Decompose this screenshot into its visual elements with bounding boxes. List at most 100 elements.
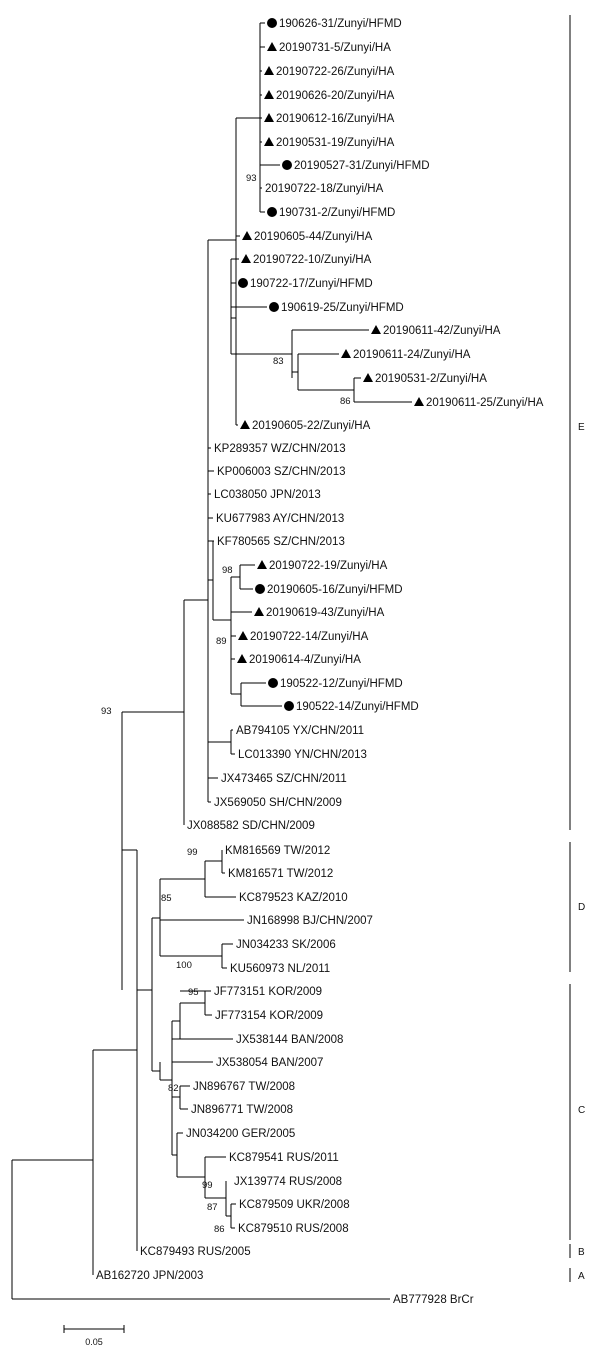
leaf-label: 20190722-10/Zunyi/HA: [253, 254, 372, 266]
bootstrap-value: 98: [222, 565, 233, 576]
leaf-label: KC879510 RUS/2008: [238, 1223, 349, 1235]
leaf-label: 20190531-2/Zunyi/HA: [375, 373, 487, 385]
ha-sample-triangle-icon: [264, 113, 274, 122]
hfmd-sample-circle-icon: [255, 584, 265, 594]
leaf-label: 20190611-24/Zunyi/HA: [353, 349, 471, 361]
leaf-label: LC013390 YN/CHN/2013: [238, 749, 367, 761]
ha-sample-triangle-icon: [254, 607, 264, 616]
leaf-label: KC879509 UKR/2008: [239, 1199, 350, 1211]
clade-brackets: E D C B A: [569, 15, 585, 1282]
leaf-label: 20190722-14/Zunyi/HA: [250, 631, 369, 643]
leaf-label: 20190619-43/Zunyi/HA: [266, 607, 385, 619]
hfmd-sample-circle-icon: [284, 701, 294, 711]
hfmd-sample-circle-icon: [267, 207, 277, 217]
bootstrap-value: 89: [216, 636, 227, 647]
leaf-label: JX569050 SH/CHN/2009: [214, 797, 342, 809]
leaf-label: KU560973 NL/2011: [230, 963, 330, 975]
leaf-label: 20190722-19/Zunyi/HA: [269, 560, 388, 572]
clade-label: A: [578, 1271, 585, 1282]
leaf-label: JX088582 SD/CHN/2009: [187, 820, 315, 832]
ha-sample-triangle-icon: [341, 349, 351, 358]
leaf-label: 20190605-44/Zunyi/HA: [254, 231, 373, 243]
leaf-label: 20190731-5/Zunyi/HA: [279, 42, 391, 54]
ha-sample-triangle-icon: [241, 254, 251, 263]
leaf-label: 20190611-42/Zunyi/HA: [383, 325, 501, 337]
ha-sample-triangle-icon: [264, 90, 274, 99]
leaf-label: 190731-2/Zunyi/HFMD: [279, 207, 395, 219]
ha-sample-triangle-icon: [242, 231, 252, 240]
leaf-label: 20190614-4/Zunyi/HA: [249, 654, 361, 666]
bootstrap-value: 83: [273, 356, 284, 367]
leaf-label: KP289357 WZ/CHN/2013: [214, 443, 346, 455]
bootstrap-value: 85: [161, 893, 172, 904]
ha-sample-triangle-icon: [238, 631, 248, 640]
bootstrap-value: 82: [168, 1083, 179, 1094]
bootstrap-value: 100: [176, 960, 192, 971]
leaf-label: JN896771 TW/2008: [191, 1104, 293, 1116]
ha-sample-triangle-icon: [264, 66, 274, 75]
leaf-label: JX538144 BAN/2008: [236, 1034, 343, 1046]
hfmd-sample-circle-icon: [267, 18, 277, 28]
ha-sample-triangle-icon: [264, 137, 274, 146]
leaf-label: 190626-31/Zunyi/HFMD: [279, 18, 402, 30]
bootstrap-value: 86: [340, 396, 351, 407]
leaf-label: AB162720 JPN/2003: [96, 1270, 203, 1282]
bootstrap-value: 99: [202, 1180, 213, 1191]
leaf-label: 20190722-26/Zunyi/HA: [276, 66, 395, 78]
ha-sample-triangle-icon: [371, 325, 381, 334]
leaf-label: KM816569 TW/2012: [225, 845, 330, 857]
leaf-label: 20190531-19/Zunyi/HA: [276, 137, 395, 149]
ha-sample-triangle-icon: [414, 397, 424, 406]
bootstrap-value: 93: [101, 706, 112, 717]
leaf-label: JF773151 KOR/2009: [214, 986, 322, 998]
scale-bar: 0.05: [63, 1325, 125, 1347]
clade-label: D: [578, 902, 585, 913]
leaf-label: AB794105 YX/CHN/2011: [236, 725, 364, 737]
clade-label: B: [578, 1247, 585, 1258]
bootstrap-value: 95: [188, 987, 199, 998]
leaf-label: 20190611-25/Zunyi/HA: [426, 397, 544, 409]
leaf-label: LC038050 JPN/2013: [214, 489, 321, 501]
leaf-label: 190522-14/Zunyi/HFMD: [296, 701, 419, 713]
leaf-label: 190619-25/Zunyi/HFMD: [281, 302, 404, 314]
leaf-label: 20190527-31/Zunyi/HFMD: [294, 160, 430, 172]
leaf-label: JN034200 GER/2005: [186, 1128, 295, 1140]
ha-sample-triangle-icon: [257, 560, 267, 569]
leaf-label: JN168998 BJ/CHN/2007: [247, 915, 373, 927]
leaf-label: 20190605-22/Zunyi/HA: [252, 420, 371, 432]
leaf-label: 20190626-20/Zunyi/HA: [276, 90, 395, 102]
ha-sample-triangle-icon: [237, 654, 247, 663]
bootstrap-value: 93: [246, 173, 257, 184]
leaf-label: JX538054 BAN/2007: [216, 1057, 323, 1069]
hfmd-sample-circle-icon: [268, 678, 278, 688]
leaf-label: JX139774 RUS/2008: [234, 1176, 342, 1188]
leaf-label: KM816571 TW/2012: [228, 868, 333, 880]
leaf-label: 20190612-16/Zunyi/HA: [276, 113, 395, 125]
hfmd-sample-circle-icon: [269, 302, 279, 312]
leaf-label: KU677983 AY/CHN/2013: [216, 513, 344, 525]
tree-leaves: 190626-31/Zunyi/HFMD 20190731-5/Zunyi/HA 2…: [96, 18, 544, 1306]
bootstrap-value: 87: [207, 1202, 218, 1213]
clade-label: C: [578, 1105, 585, 1116]
leaf-label: JN034233 SK/2006: [236, 939, 336, 951]
bootstrap-value: 99: [187, 847, 198, 858]
leaf-label: JF773154 KOR/2009: [215, 1010, 323, 1022]
ha-sample-triangle-icon: [363, 373, 373, 382]
leaf-label: JN896767 TW/2008: [193, 1081, 295, 1093]
leaf-label: KC879523 KAZ/2010: [239, 892, 348, 904]
hfmd-sample-circle-icon: [238, 278, 248, 288]
leaf-label: KP006003 SZ/CHN/2013: [217, 466, 346, 478]
leaf-label: KF780565 SZ/CHN/2013: [217, 536, 345, 548]
clade-label: E: [578, 422, 585, 433]
leaf-label: KC879493 RUS/2005: [140, 1246, 251, 1258]
hfmd-sample-circle-icon: [282, 160, 292, 170]
leaf-label: 190722-17/Zunyi/HFMD: [250, 278, 373, 290]
leaf-label: 20190722-18/Zunyi/HA: [265, 183, 384, 195]
ha-sample-triangle-icon: [267, 42, 277, 51]
scale-bar-label: 0.05: [85, 1337, 103, 1347]
leaf-label: AB777928 BrCr: [393, 1294, 474, 1306]
leaf-label: 190522-12/Zunyi/HFMD: [280, 678, 403, 690]
ha-sample-triangle-icon: [240, 420, 250, 429]
leaf-label: KC879541 RUS/2011: [229, 1152, 339, 1164]
